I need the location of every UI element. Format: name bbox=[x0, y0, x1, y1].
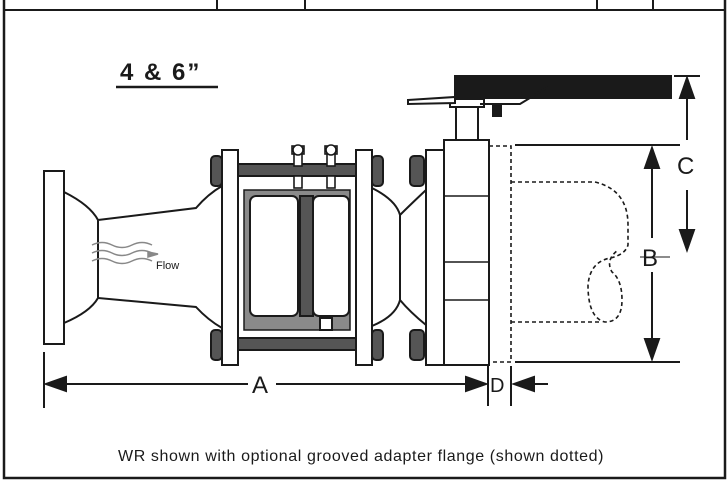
dimension-b-label: B bbox=[642, 245, 658, 272]
dimension-d bbox=[510, 366, 548, 406]
grooved-adapter-flange-dotted bbox=[488, 145, 629, 363]
butterfly-valve bbox=[443, 98, 490, 366]
caption: WR shown with optional grooved adapter f… bbox=[118, 448, 604, 465]
dimension-c-label: C bbox=[677, 153, 694, 180]
dimension-a bbox=[42, 352, 490, 408]
dimension-b bbox=[515, 144, 680, 363]
outlet-spool bbox=[371, 149, 445, 366]
flow-arrow bbox=[91, 241, 159, 265]
dimension-c bbox=[674, 74, 700, 254]
valve-body bbox=[237, 175, 357, 339]
dimension-a-label: A bbox=[252, 372, 268, 399]
flow-label: Flow bbox=[156, 260, 179, 272]
dimension-d-label: D bbox=[490, 375, 504, 397]
size-title: 4 & 6” bbox=[120, 59, 201, 86]
tie-rods bbox=[237, 163, 357, 351]
inlet-flange bbox=[43, 170, 223, 345]
top-bolts bbox=[291, 144, 338, 189]
handle-lever bbox=[407, 75, 672, 117]
